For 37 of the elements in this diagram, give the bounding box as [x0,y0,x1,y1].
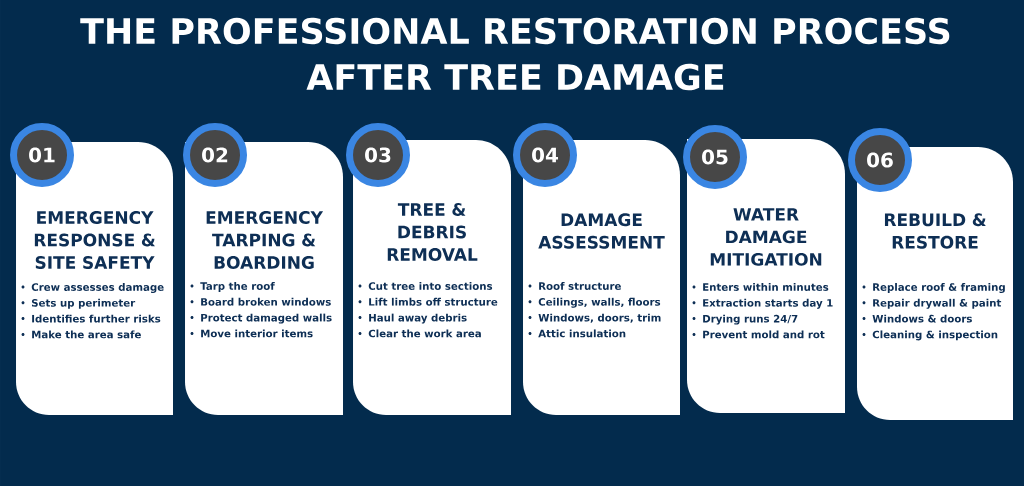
step-card [687,139,845,413]
list-item: Cut tree into sections [368,282,493,290]
list-item: Sets up perimeter [31,298,136,309]
step-card [185,142,343,415]
list-item: Drying runs 24/7 [703,314,798,325]
list-item: Replace roof & framing [873,283,1005,293]
list-item: Prevent mold and rot [703,330,825,339]
list-item: Enters within minutes [703,283,829,291]
card-heading: WATER DAMAGE MITIGATION [710,208,822,266]
list-item: Board broken windows [201,297,331,306]
step-card [523,140,680,415]
title: THE PROFESSIONAL RESTORATION PROCESS AFTER TREE DAMAGE [80,17,950,91]
list-item: Make the area safe [32,330,141,339]
card-heading: EMERGENCY TARPING & BOARDING [206,211,324,269]
list-item: Cleaning & inspection [872,330,998,341]
list-item: Roof structure [539,282,621,290]
step-card [16,142,173,415]
list-item: Windows & doors [872,314,972,323]
card-heading: REBUILD & RESTORE [884,213,986,249]
step-card [857,147,1013,420]
list-item: Move interior items [201,329,313,338]
list-item: Windows, doors, trim [538,313,661,323]
list-item: Haul away debris [369,313,467,324]
step-card [353,140,511,415]
list-item: Lift limbs off structure [369,297,498,306]
card-heading: EMERGENCY RESPONSE & SITE SAFETY [34,211,155,269]
list-item: Identifies further risks [32,314,161,323]
list-item: Clear the work area [368,329,481,338]
list-item: Repair drywall & paint [873,298,1002,309]
list-item: Ceilings, walls, floors [538,297,661,308]
list-item: Extraction starts day 1 [703,298,833,309]
list-item: Protect damaged walls [201,313,332,324]
list-item: Attic insulation [538,329,626,338]
card-heading: TREE & DEBRIS REMOVAL [387,203,478,261]
list-item: Tarp the roof [200,282,275,292]
list-item: Crew assesses damage [31,283,164,293]
card-heading: DAMAGE ASSESSMENT [538,213,665,249]
